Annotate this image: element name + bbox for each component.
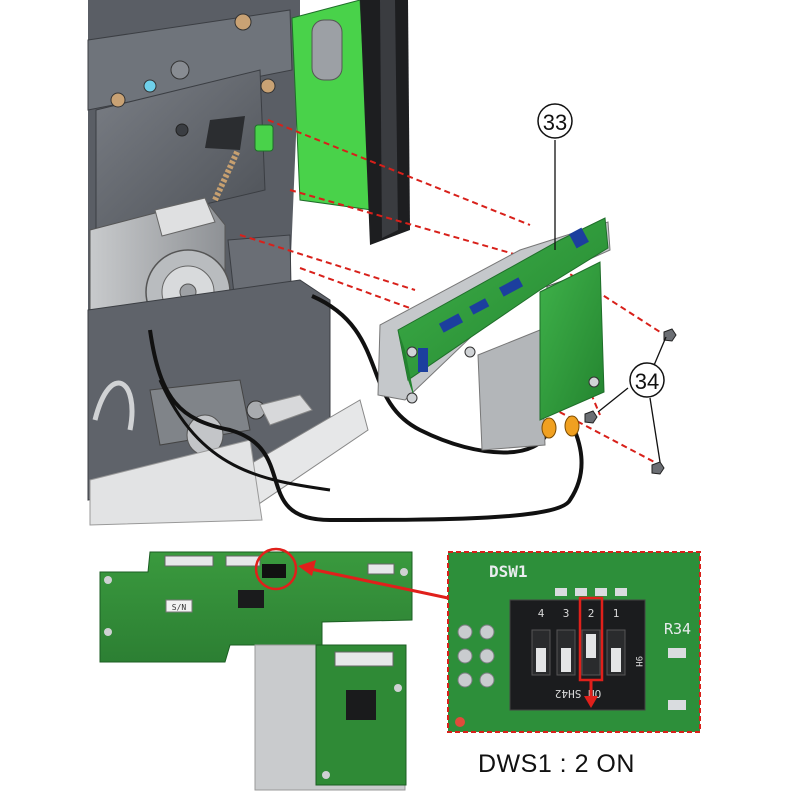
sensor-board-assembly — [377, 217, 611, 451]
detail-pad — [668, 648, 686, 658]
callout-33: 33 — [537, 103, 573, 139]
bracket — [259, 394, 313, 426]
sensor — [254, 124, 274, 152]
svg-text:R34: R34 — [664, 620, 691, 638]
bracket-plate — [477, 329, 546, 451]
dip-switch-caption: DWS1 : 2 ON — [478, 750, 635, 778]
mechanism-assembly — [87, 0, 410, 526]
bolt — [234, 13, 252, 31]
sensor-window — [143, 79, 157, 93]
photo-connector — [225, 555, 261, 567]
harness-cable — [148, 329, 584, 523]
pcb-connector — [569, 227, 589, 249]
lower-plate — [89, 439, 263, 526]
svg-text:9H: 9H — [633, 656, 643, 667]
photo-dip-switch — [262, 564, 286, 578]
photo-chip — [346, 690, 376, 720]
harness-cable — [311, 294, 550, 455]
zoom-arrow — [298, 560, 449, 600]
bolt — [260, 78, 276, 94]
screw — [588, 376, 600, 388]
callout-34: 34 — [629, 362, 665, 398]
pcb-edge — [398, 330, 415, 400]
svg-text:S/N: S/N — [172, 603, 187, 612]
photo-connector — [367, 563, 395, 575]
detail-pad — [668, 700, 686, 710]
switch-highlight-circle — [254, 547, 298, 591]
motor-connector — [154, 197, 216, 237]
screw — [464, 346, 476, 358]
dip-switch-slots — [531, 629, 626, 676]
screws-34 — [584, 328, 677, 475]
detail-pads — [555, 588, 627, 596]
svg-text:33: 33 — [543, 110, 567, 135]
photo-sn-label — [165, 599, 193, 613]
photo-hole — [104, 576, 112, 584]
black-rail-edge — [380, 0, 398, 238]
top-bracket — [87, 9, 293, 111]
svg-text:2: 2 — [588, 607, 595, 620]
screw-icon — [651, 461, 665, 475]
insulator — [564, 415, 580, 437]
screw-icon — [663, 328, 677, 342]
svg-text:1: 1 — [613, 607, 620, 620]
screw — [406, 392, 418, 404]
switch-2-arrow-head — [584, 696, 598, 708]
hole — [175, 123, 189, 137]
pcb-connector — [418, 348, 428, 372]
photo-hole — [400, 568, 408, 576]
pcb-connector — [498, 277, 524, 297]
svg-text:DSW1: DSW1 — [489, 562, 528, 581]
detail-holes — [457, 624, 495, 688]
photo-connector — [334, 651, 394, 667]
bolt — [110, 92, 126, 108]
screw-icon — [584, 410, 598, 424]
wire-clip — [92, 380, 135, 431]
pcb-connector — [438, 313, 464, 333]
lever — [205, 116, 245, 150]
photo-chip — [238, 590, 264, 608]
svg-text:34: 34 — [635, 369, 659, 394]
dip-switch-detail: 4 3 2 1 9H ON SH42 DSW1 R34 — [447, 551, 701, 733]
hole — [170, 60, 190, 80]
svg-text:4: 4 — [538, 607, 545, 620]
svg-text:3: 3 — [563, 607, 570, 620]
spring — [212, 148, 241, 202]
photo-hole — [104, 628, 112, 636]
detail-led — [455, 717, 465, 727]
photo-connector — [164, 555, 214, 567]
photo-hole — [322, 771, 330, 779]
board-photo: S/N — [99, 547, 413, 791]
pcb-connector — [469, 298, 490, 315]
rear-component — [311, 19, 343, 81]
sub-pcb — [539, 261, 605, 421]
photo-hole — [394, 684, 402, 692]
harness-cable — [158, 379, 331, 492]
screw — [406, 346, 418, 358]
insulator — [541, 417, 557, 439]
